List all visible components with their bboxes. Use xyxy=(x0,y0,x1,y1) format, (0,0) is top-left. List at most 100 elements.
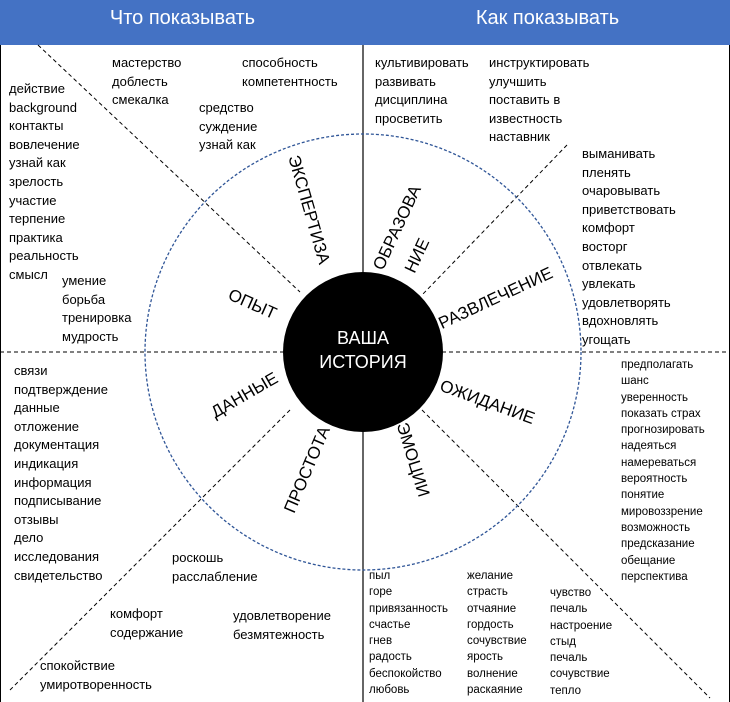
word-item: стыд xyxy=(550,635,576,648)
word-list-expertise-1: мастерство доблесть смекалка xyxy=(112,54,181,110)
word-item: шанс xyxy=(621,375,649,388)
word-list-simplicity-1: роскошь расслабление xyxy=(172,549,258,586)
word-item: вдохновлять xyxy=(582,313,659,329)
word-list-simplicity-2: комфорт содержание xyxy=(110,605,183,642)
word-item: узнай как xyxy=(199,137,256,153)
word-item: комфорт xyxy=(582,220,635,236)
word-item: участие xyxy=(9,192,57,208)
word-item: смысл xyxy=(9,266,48,282)
center-title-line2: ИСТОРИЯ xyxy=(319,352,406,372)
word-item: приветствовать xyxy=(582,201,676,217)
word-item: исследования xyxy=(14,548,100,564)
word-item: реальность xyxy=(9,248,79,264)
word-list-expertise-2: способность компетентность xyxy=(242,54,338,91)
word-item: спокойствие xyxy=(40,658,115,673)
word-item: гордость xyxy=(467,618,514,631)
word-item: отзывы xyxy=(14,511,59,527)
word-list-experience-2: умение борьба тренировка мудрость xyxy=(62,272,131,346)
word-item: развивать xyxy=(375,73,436,89)
word-item: смекалка xyxy=(112,92,169,108)
word-item: намереваться xyxy=(621,456,697,469)
word-item: инструктировать xyxy=(489,55,590,70)
word-item: пыл xyxy=(369,570,391,582)
word-item: желание xyxy=(467,570,513,582)
word-list-expertise-3: средство суждение узнай как xyxy=(199,99,257,155)
word-item: содержание xyxy=(110,624,184,640)
word-item: подписывание xyxy=(14,493,102,509)
segment-label-education-2: НИЕ xyxy=(401,235,433,276)
word-item: уверенность xyxy=(621,391,689,404)
word-item: наставник xyxy=(489,129,550,145)
word-item: свидетельство xyxy=(14,567,103,583)
word-item: привязанность xyxy=(369,602,449,615)
word-item: удовлетворение xyxy=(233,608,331,623)
word-item: комфорт xyxy=(110,606,163,621)
word-item: подтверждение xyxy=(14,381,108,397)
word-item: умиротворенность xyxy=(40,676,152,692)
segment-label-simplicity: ПРОСТОТА xyxy=(280,423,334,516)
word-item: удовлетворять xyxy=(582,294,671,310)
segment-label-experience: ОПЫТ xyxy=(225,285,279,323)
word-item: дисциплина xyxy=(375,92,448,108)
word-item: прогнозировать xyxy=(621,424,705,437)
word-item: восторг xyxy=(582,238,628,254)
word-item: доблесть xyxy=(112,73,168,89)
word-item: предполагать xyxy=(621,359,694,371)
word-item: беспокойство xyxy=(369,667,442,680)
word-item: роскошь xyxy=(172,550,224,565)
word-item: вероятность xyxy=(621,473,688,486)
center-title-line1: ВАША xyxy=(337,328,389,348)
word-item: пленять xyxy=(582,164,631,180)
word-item: печаль xyxy=(550,652,588,665)
segment-label-data: ДАННЫЕ xyxy=(208,368,281,421)
word-item: безмятежность xyxy=(233,626,325,642)
segment-label-expectation: ОЖИДАНИЕ xyxy=(437,376,537,428)
word-item: просветить xyxy=(375,110,443,126)
word-item: документация xyxy=(14,437,100,453)
word-list-entertainment: выманивать пленять очаровывать приветств… xyxy=(582,145,676,350)
word-item: отвлекать xyxy=(582,257,642,273)
word-item: терпение xyxy=(9,211,66,227)
word-item: горе xyxy=(369,586,393,599)
word-item: сочувствие xyxy=(550,668,610,681)
word-item: тепло xyxy=(550,684,581,697)
word-list-expectation: предполагать шанс уверенность показать с… xyxy=(621,357,705,585)
word-item: background xyxy=(9,99,77,115)
word-item: действие xyxy=(9,81,65,96)
word-item: сочувствие xyxy=(467,635,527,648)
word-item: перспектива xyxy=(621,570,688,583)
word-list-experience-1: действие background контакты вовлечение … xyxy=(9,80,80,285)
word-list-education-2: инструктировать улучшить поставить в изв… xyxy=(489,54,589,147)
word-item: тренировка xyxy=(62,310,132,326)
word-item: известность xyxy=(489,110,563,126)
word-list-emotion-1: пыл горе привязанность счастье гнев радо… xyxy=(369,568,448,698)
word-item: способность xyxy=(242,55,318,70)
word-item: ярость xyxy=(467,651,504,664)
word-item: зрелость xyxy=(9,173,64,189)
word-item: обещание xyxy=(621,554,676,567)
header-bar: Что показывать Как показывать xyxy=(0,0,730,45)
segment-label-emotion: ЭМОЦИИ xyxy=(393,420,434,499)
word-item: индикация xyxy=(14,455,79,471)
word-item: вовлечение xyxy=(9,136,80,152)
word-list-education-1: культивировать развивать дисциплина прос… xyxy=(375,54,469,128)
word-item: понятие xyxy=(621,489,665,502)
word-item: счастье xyxy=(369,618,411,631)
word-item: мудрость xyxy=(62,328,119,344)
outer-dashed-circle xyxy=(144,133,582,571)
word-item: предсказание xyxy=(621,538,695,551)
word-list-emotion-3: чувство печаль настроение стыд печаль со… xyxy=(550,585,612,699)
word-item: чувство xyxy=(550,587,592,599)
word-item: радость xyxy=(369,651,412,664)
word-item: данные xyxy=(14,400,60,416)
word-item: мировоззрение xyxy=(621,505,703,518)
segment-label-entertainment: РАЗВЛЕЧЕНИЕ xyxy=(435,263,555,333)
word-list-simplicity-3: удовлетворение безмятежность xyxy=(233,607,331,644)
word-item: гнев xyxy=(369,635,393,648)
word-item: волнение xyxy=(467,667,518,680)
word-item: увлекать xyxy=(582,276,636,292)
word-item: показать страх xyxy=(621,407,701,420)
word-list-data: связи подтверждение данные отложение док… xyxy=(14,362,108,585)
word-item: возможность xyxy=(621,521,691,534)
